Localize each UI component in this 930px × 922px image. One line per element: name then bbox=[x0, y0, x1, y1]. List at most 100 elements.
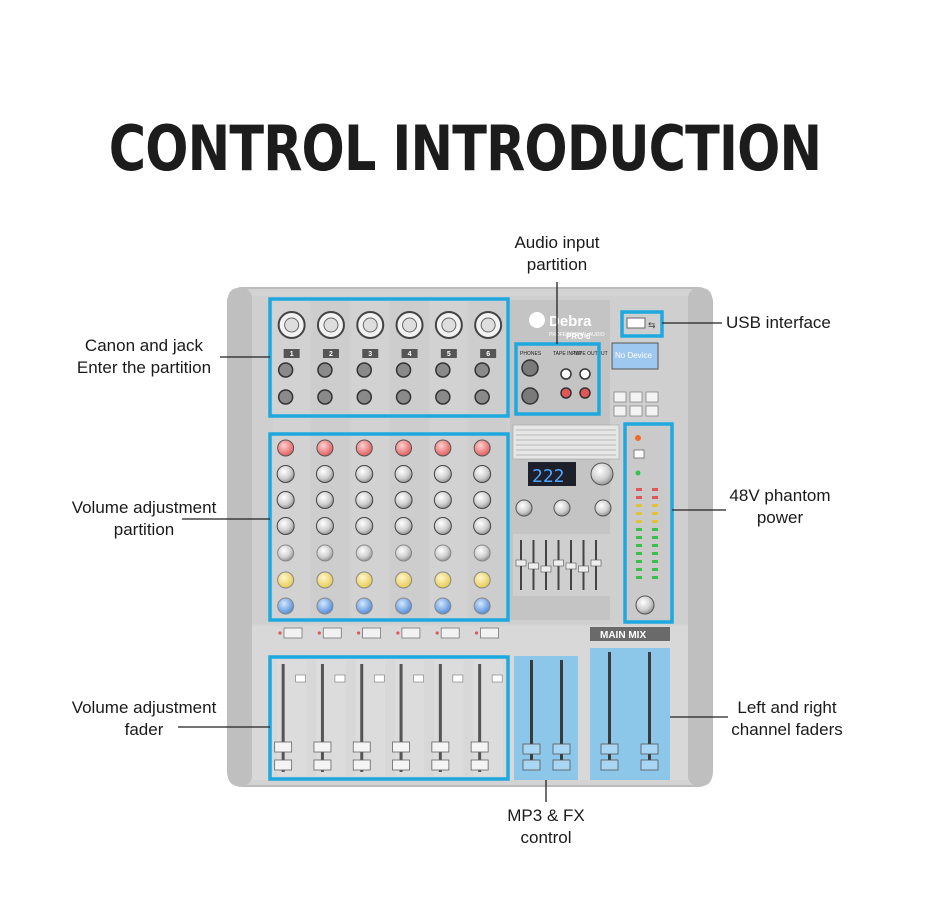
channel-strips bbox=[273, 300, 507, 776]
player-button bbox=[645, 391, 659, 403]
pan-knob bbox=[277, 597, 295, 615]
fx-knob bbox=[395, 571, 413, 589]
callout-canon-jack: Canon and jack Enter the partition bbox=[76, 336, 212, 377]
page-title: CONTROL INTRODUCTION bbox=[108, 112, 822, 185]
eq-knob bbox=[355, 491, 374, 509]
brand-name: Debra bbox=[549, 313, 592, 330]
fx-knob bbox=[277, 571, 295, 589]
meter-led-right bbox=[652, 488, 658, 491]
fader-cap bbox=[431, 741, 450, 753]
tape-input-l bbox=[560, 368, 572, 380]
mon-knob bbox=[277, 544, 295, 562]
peak-led bbox=[435, 631, 439, 635]
eq-knob bbox=[276, 491, 295, 509]
geq-cap bbox=[565, 562, 577, 570]
meter-led-left bbox=[636, 536, 642, 539]
mute-button bbox=[401, 627, 421, 639]
eq-knob bbox=[315, 491, 334, 509]
pan-knob bbox=[395, 597, 413, 615]
eq-knob bbox=[433, 465, 452, 483]
jack-input bbox=[474, 362, 490, 378]
fx-display bbox=[528, 462, 576, 486]
meter-led-left bbox=[636, 560, 642, 563]
tape-output-l bbox=[579, 368, 591, 380]
pan-knob bbox=[316, 597, 334, 615]
jack-insert bbox=[435, 389, 451, 405]
pan-knob bbox=[473, 597, 491, 615]
meter-led-left bbox=[636, 528, 642, 531]
eq-knob bbox=[355, 465, 374, 483]
eq-knob bbox=[315, 517, 334, 535]
peak-led bbox=[278, 631, 282, 635]
fader-slot bbox=[438, 664, 442, 772]
pan-knob bbox=[434, 597, 452, 615]
channel-strip-bg bbox=[351, 300, 389, 620]
mon-knob bbox=[434, 544, 452, 562]
master-fader-slot bbox=[648, 652, 651, 762]
master-fader-cap bbox=[640, 743, 659, 755]
jack-input bbox=[435, 362, 451, 378]
solo-button bbox=[334, 674, 346, 683]
master-fader-slot bbox=[560, 660, 563, 770]
eq-knob bbox=[355, 517, 374, 535]
fx-knob bbox=[355, 571, 373, 589]
pan-knob bbox=[355, 597, 373, 615]
gain-knob bbox=[434, 439, 452, 457]
tape-input-r bbox=[560, 387, 572, 399]
master-fader-slot bbox=[530, 660, 533, 770]
peak-led bbox=[474, 631, 479, 635]
meter-led-right bbox=[652, 512, 658, 515]
mon-knob bbox=[395, 544, 413, 562]
channel-number: 1 bbox=[290, 351, 294, 358]
power-led bbox=[635, 470, 641, 476]
master-fader-cap-lower bbox=[640, 759, 659, 771]
lcd-display bbox=[611, 342, 659, 370]
fader-cap-lower bbox=[431, 759, 450, 771]
callout-usb: USB interface bbox=[726, 313, 831, 332]
geq-cap bbox=[590, 559, 602, 567]
fx-table-lines bbox=[516, 429, 616, 456]
channel-strip-bg bbox=[273, 300, 311, 620]
meter-led-left bbox=[636, 552, 642, 555]
solo-button bbox=[413, 674, 424, 683]
phantom-switch bbox=[633, 449, 645, 459]
fader-slot bbox=[281, 664, 285, 772]
fader-cap-lower bbox=[470, 759, 489, 771]
fader-cap-lower bbox=[352, 759, 371, 771]
highlight-volume-fader bbox=[268, 655, 510, 781]
lr-fader-area bbox=[590, 648, 670, 780]
xlr-connector-inner bbox=[284, 317, 300, 333]
channel-strip-bg bbox=[390, 300, 429, 620]
channel-number: 6 bbox=[486, 351, 490, 358]
channel-number: 3 bbox=[368, 351, 372, 358]
solo-button bbox=[295, 674, 306, 683]
master-fader-cap bbox=[552, 743, 571, 755]
fx-display-value: 222 bbox=[532, 466, 565, 487]
phones-jack-upper bbox=[521, 359, 539, 377]
channel-number-bg bbox=[440, 349, 457, 358]
mute-button bbox=[440, 627, 460, 639]
meter-led-left bbox=[636, 504, 642, 507]
jack-input bbox=[395, 362, 412, 378]
callout-volume-fader: Volume adjustment fader bbox=[71, 698, 217, 739]
fader-cap bbox=[392, 741, 410, 753]
fader-slot bbox=[360, 664, 364, 772]
channel-number-bg bbox=[401, 349, 418, 358]
left-side-rail bbox=[228, 288, 252, 786]
eq-knob bbox=[473, 517, 492, 535]
mon-master-knob bbox=[553, 499, 571, 517]
meter-led-left bbox=[636, 512, 642, 515]
main-mix-bar bbox=[590, 627, 670, 641]
level-meter bbox=[636, 488, 658, 579]
peak-led bbox=[396, 631, 400, 635]
meter-led-right bbox=[652, 528, 658, 531]
gain-knob bbox=[277, 439, 295, 457]
master-fader-cap bbox=[522, 743, 541, 755]
mon-knob bbox=[355, 544, 373, 562]
player-button bbox=[629, 391, 643, 403]
meter-led-left bbox=[636, 544, 642, 547]
eq-knob bbox=[276, 465, 295, 483]
callout-phantom: 48V phantom power bbox=[729, 486, 831, 527]
fader-cap bbox=[352, 741, 371, 753]
